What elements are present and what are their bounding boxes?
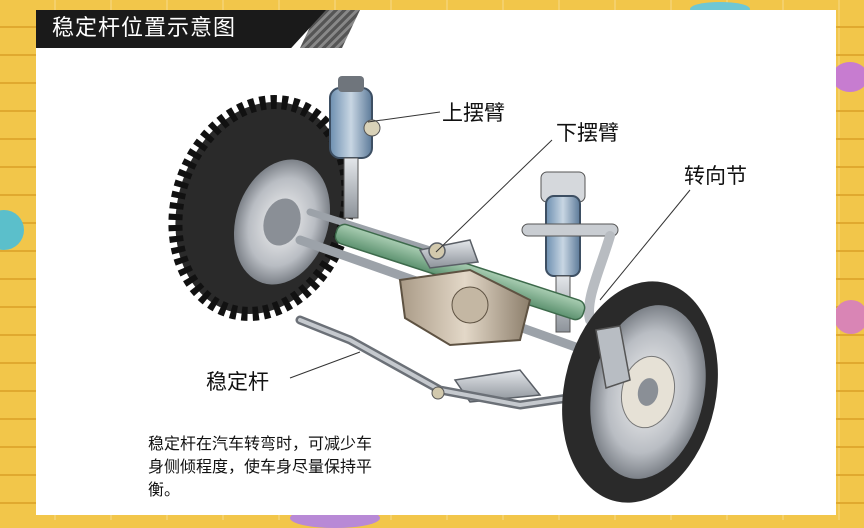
page-title: 稳定杆位置示意图 — [52, 16, 237, 41]
label-upper-arm: 上摆臂 — [442, 101, 505, 125]
left-strut — [329, 76, 381, 219]
label-knuckle: 转向节 — [684, 164, 747, 188]
decor-blob-right-2 — [834, 300, 864, 334]
title-bar — [36, 10, 326, 48]
steering-knuckle — [595, 325, 631, 389]
decor-blob-right-1 — [832, 62, 864, 92]
label-lower-arm: 下摆臂 — [556, 121, 619, 145]
label-stabilizer: 稳定杆 — [206, 370, 269, 394]
caption-text: 稳定杆在汽车转弯时，可减少车身侧倾程度，使车身尽量保持平衡。 — [148, 434, 373, 499]
stabilizer-bar — [295, 315, 615, 410]
leader-lines — [289, 111, 691, 379]
differential — [398, 268, 532, 347]
right-strut — [521, 171, 619, 333]
